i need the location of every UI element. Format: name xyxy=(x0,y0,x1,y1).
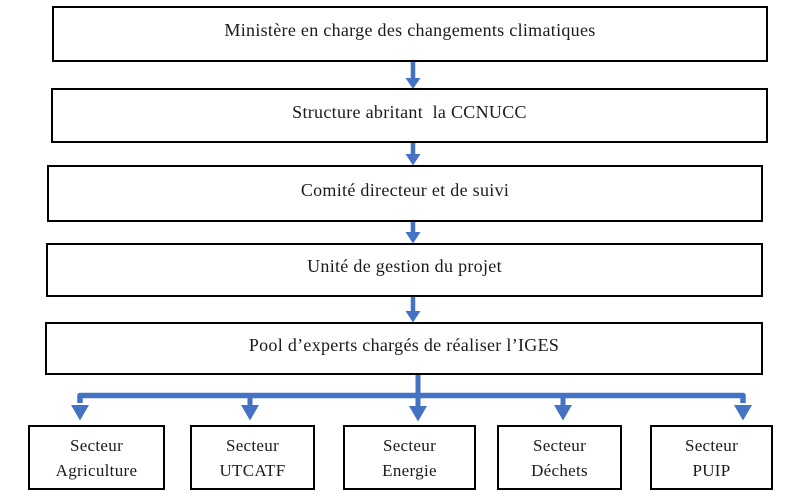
secteur-energie-line1: Secteur xyxy=(382,435,437,455)
secteur-agriculture-line2: Agriculture xyxy=(55,460,138,480)
box-pool-experts-label: Pool d’experts chargés de réaliser l’IGE… xyxy=(248,334,560,355)
flow-arrow-level4-to-level5 xyxy=(405,297,421,323)
branch-connector xyxy=(71,375,752,422)
branch-arrowhead-dechets xyxy=(554,405,572,421)
box-ministere-label: Ministère en charge des changements clim… xyxy=(224,20,596,40)
box-ministere: Ministère en charge des changements clim… xyxy=(52,6,768,62)
box-secteur-utcatf: Secteur UTCATF xyxy=(190,425,315,490)
box-secteur-agriculture: Secteur Agriculture xyxy=(28,425,165,490)
branch-arrowhead-utcatf xyxy=(241,405,259,421)
box-structure-ccnucc: Structure abritant la CCNUCC xyxy=(51,88,768,143)
secteur-energie-line2: Energie xyxy=(382,460,437,480)
box-secteur-dechets: Secteur Déchets xyxy=(497,425,622,490)
box-secteur-energie: Secteur Energie xyxy=(343,425,476,490)
secteur-utcatf-line2: UTCATF xyxy=(219,460,286,480)
branch-arrowhead-puip xyxy=(734,405,752,421)
box-structure-ccnucc-label: Structure abritant la CCNUCC xyxy=(292,101,527,122)
box-unite-gestion: Unité de gestion du projet xyxy=(46,243,763,297)
box-secteur-puip: Secteur PUIP xyxy=(650,425,773,490)
secteur-dechets-line2: Déchets xyxy=(531,460,588,480)
secteur-dechets-line1: Secteur xyxy=(532,435,587,455)
secteur-puip-line1: Secteur xyxy=(684,435,739,455)
branch-arrowhead-agriculture xyxy=(71,405,89,421)
box-comite-directeur: Comité directeur et de suivi xyxy=(47,165,763,222)
flow-arrow-level2-to-level3 xyxy=(405,143,421,166)
secteur-agriculture-line1: Secteur xyxy=(69,435,124,455)
box-pool-experts: Pool d’experts chargés de réaliser l’IGE… xyxy=(45,322,763,375)
flow-arrow-level3-to-level4 xyxy=(405,222,421,244)
box-unite-gestion-label: Unité de gestion du projet xyxy=(307,256,502,276)
secteur-puip-line2: PUIP xyxy=(692,460,731,480)
box-comite-directeur-label: Comité directeur et de suivi xyxy=(300,179,510,200)
branch-arrowhead-energie xyxy=(409,406,427,422)
secteur-utcatf-line1: Secteur xyxy=(225,435,280,455)
flow-arrow-level1-to-level2 xyxy=(405,62,421,89)
